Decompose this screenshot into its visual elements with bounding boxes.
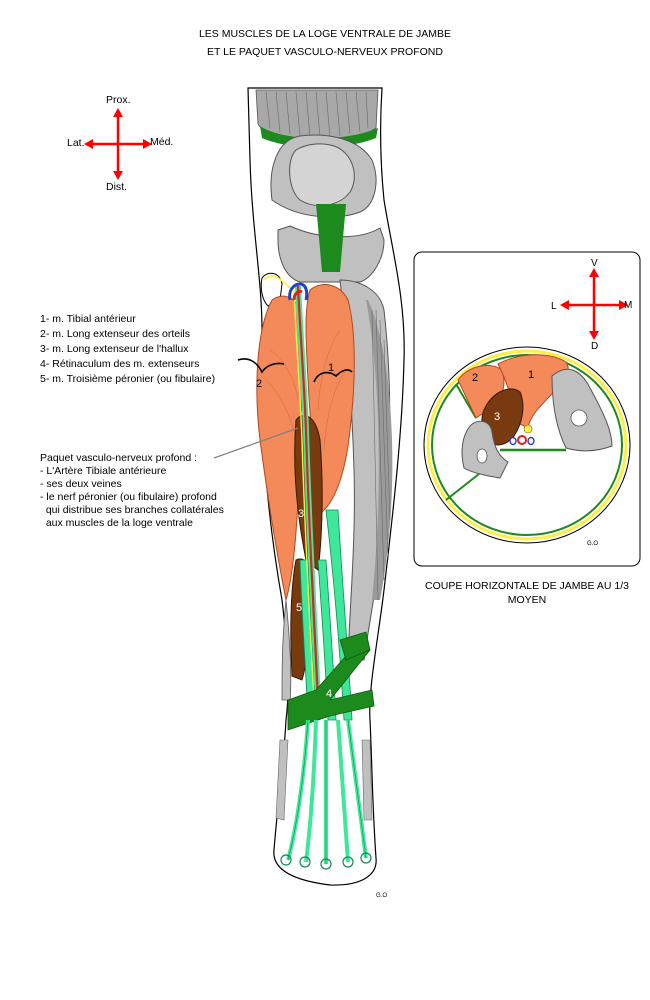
section-label-1: 1: [528, 369, 534, 381]
leg-label-4: 4: [326, 688, 332, 700]
orientation-cross-section: [560, 268, 628, 340]
section-orientation-l: L: [551, 301, 557, 312]
orientation-cross-main: [84, 108, 152, 180]
orientation-lat-label: Lat.: [67, 137, 85, 149]
diagram-title-line-2: ET LE PAQUET VASCULO-NERVEUX PROFOND: [207, 46, 443, 58]
vascular-bundle: [263, 275, 321, 701]
bundle-item-2: - ses deux veines: [40, 478, 122, 490]
diagram-title-line-1: LES MUSCLES DE LA LOGE VENTRALE DE JAMBE: [198, 28, 452, 40]
drawing-signature: G.O: [376, 893, 388, 899]
bundle-item-5: aux muscles de la loge ventrale: [40, 517, 193, 529]
bundle-item-4: qui distribue ses branches collatérales: [40, 504, 224, 516]
patellar-ligament: [316, 204, 346, 272]
section-orientation-m: M: [624, 300, 633, 311]
cross-section-drawing: 1 2 3: [423, 346, 631, 544]
retinaculum-4: [287, 631, 375, 731]
orientation-dist-label: Dist.: [106, 181, 127, 193]
leg-label-1: 1: [328, 362, 334, 374]
bundle-item-1: - L'Artère Tibiale antérieure: [40, 465, 167, 477]
leg-label-5: 5: [296, 602, 302, 614]
legend-item-2: 2- m. Long extenseur des orteils: [40, 328, 190, 340]
section-orientation-v: V: [591, 258, 598, 269]
foot-bones: [275, 739, 373, 821]
fibula-shaft: [281, 599, 292, 701]
foot-tendons-edge: [287, 719, 367, 864]
muscle-insertion-markers: [237, 358, 353, 383]
bundle-pointer-line: [213, 427, 299, 459]
legend-item-3: 3- m. Long extenseur de l'hallux: [40, 343, 189, 355]
section-label-3: 3: [494, 411, 500, 423]
toe-loops: [280, 852, 372, 870]
legend-item-1: 1- m. Tibial antérieur: [40, 313, 136, 325]
section-signature: G.O: [587, 541, 599, 547]
leg-label-3: 3: [298, 508, 304, 520]
knee-bones: [270, 134, 385, 283]
section-label-2: 2: [472, 372, 478, 384]
legend-item-5: 5- m. Troisième péronier (ou fibulaire): [40, 373, 216, 385]
orientation-med-label: Méd.: [150, 136, 174, 148]
section-orientation-d: D: [591, 341, 599, 352]
legend-item-4: 4- Rétinaculum des m. extenseurs: [40, 358, 200, 370]
bundle-heading: Paquet vasculo-nerveux profond :: [40, 452, 198, 464]
section-caption-line-1: COUPE HORIZONTALE DE JAMBE AU 1/3: [424, 580, 630, 592]
orientation-prox-label: Prox.: [106, 94, 131, 106]
section-caption-line-2: MOYEN: [507, 594, 547, 606]
bundle-item-3: - le nerf péronier (ou fibulaire) profon…: [40, 491, 217, 503]
leg-label-2: 2: [256, 378, 262, 390]
